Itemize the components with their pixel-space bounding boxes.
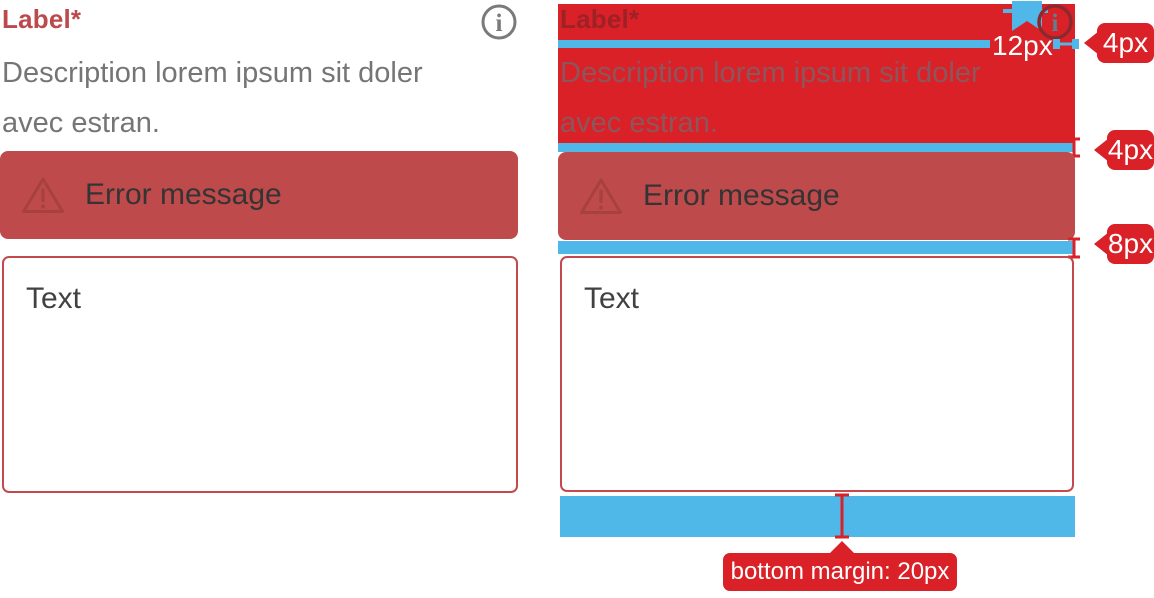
error-message-text-annotated: Error message	[643, 179, 840, 212]
field-description-line2: avec estran.	[2, 107, 160, 139]
svg-text:i: i	[1052, 10, 1059, 37]
field-description-annotated-line1: Description lorem ipsum sit doler	[560, 57, 981, 89]
text-input-area-annotated[interactable]	[560, 256, 1074, 492]
info-icon-annotated[interactable]: i	[1036, 3, 1074, 41]
spacing-value-12px: 12px	[992, 30, 1053, 61]
spacing-bar-8px	[558, 241, 1075, 254]
field-description-annotated-line2: avec estran.	[560, 107, 718, 139]
field-description: Description lorem ipsum sit doler avec e…	[2, 48, 423, 148]
bottom-margin-tag: bottom margin: 20px	[723, 553, 957, 591]
text-input-area[interactable]	[2, 256, 518, 493]
spacing-bar-12px	[558, 40, 990, 48]
bookmark-icon	[1003, 1, 1048, 31]
spacing-tag-8px: 8px	[1094, 224, 1154, 264]
field-description-line1: Description lorem ipsum sit doler	[2, 57, 423, 89]
field-label-annotated: Label*	[560, 4, 640, 34]
spacing-tag-value: 8px	[1107, 224, 1154, 264]
spacing-tag-4px-middle: 4px	[1094, 130, 1154, 170]
error-message-box-annotated: Error message	[558, 152, 1075, 240]
measure-ibeam-vertical-icon	[835, 493, 849, 539]
error-message-text: Error message	[85, 178, 282, 211]
field-label: Label*	[2, 4, 82, 34]
bottom-tag-notch	[829, 541, 855, 554]
warning-icon	[22, 177, 64, 213]
spacing-tag-value: 4px	[1097, 23, 1154, 63]
svg-text:i: i	[496, 10, 503, 37]
spacing-bar-4px	[558, 143, 1075, 152]
measure-connector-icon	[1053, 39, 1079, 49]
spacing-tag-value: 4px	[1107, 130, 1154, 170]
bottom-margin-bar	[560, 496, 1075, 537]
spacing-overlay-rect	[558, 4, 1075, 143]
spacing-tag-4px-top: 4px	[1084, 23, 1154, 63]
tag-arrow-icon	[1094, 138, 1109, 162]
tag-arrow-icon	[1084, 31, 1099, 55]
info-icon[interactable]: i	[480, 3, 518, 41]
field-description-annotated: Description lorem ipsum sit doler avec e…	[560, 48, 992, 148]
tag-arrow-icon	[1094, 232, 1109, 256]
error-message-box: Error message	[0, 151, 518, 239]
warning-icon	[580, 178, 622, 214]
